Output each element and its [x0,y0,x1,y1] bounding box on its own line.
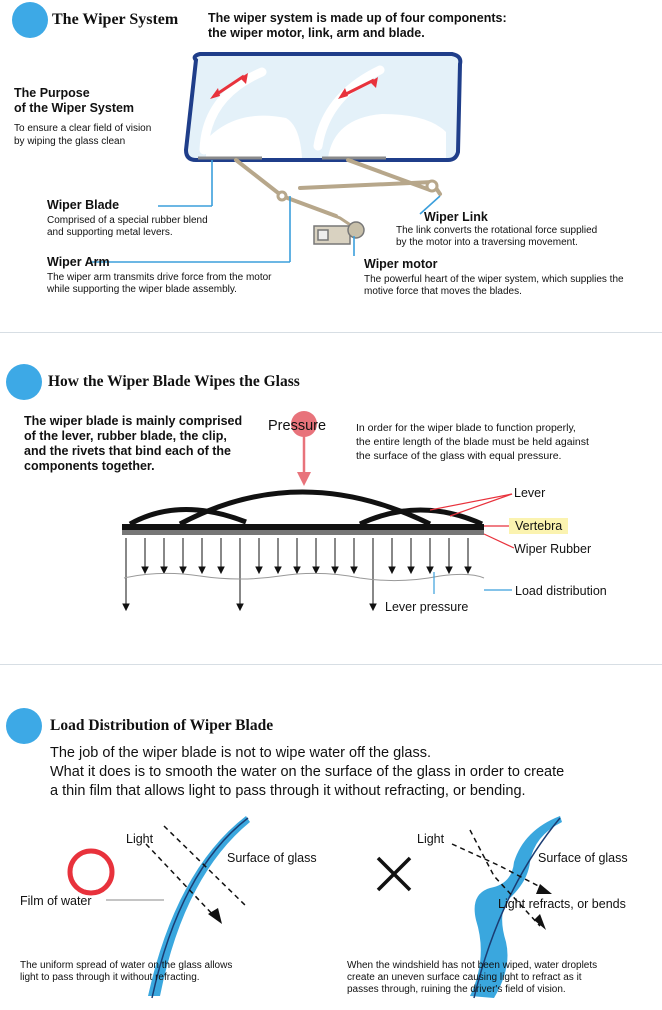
glass-surface-right [473,817,561,999]
lever-pressure-label: Lever pressure [385,600,469,614]
film-diagrams [67,816,562,999]
wiper-motor [313,221,365,245]
water-droplets-right [470,816,562,998]
load-arrow-head [350,566,358,575]
wiper-link [276,179,439,228]
load-arrow-head [369,603,377,612]
load-arrow-head [198,566,206,575]
equal-pressure-text: In order for the wiper blade to function… [356,422,589,462]
wiper-arm-label: Wiper Arm The wiper arm transmits drive … [47,255,272,295]
caption-left: The uniform spread of water on the glass… [20,960,233,983]
load-arrow-head [217,566,225,575]
load-arrow-head [236,603,244,612]
divider-2 [0,664,662,665]
correct-mark-icon [67,848,115,896]
divider-1 [0,332,662,333]
load-arrow-head [407,566,415,575]
blade-composition-text: The wiper blade is mainly comprised of t… [24,414,243,473]
load-arrow-head [274,566,282,575]
caption-right: When the windshield has not been wiped, … [347,960,598,995]
glass-surface-left [151,817,249,999]
pressure-dot [291,411,317,437]
section-bullet-3 [6,708,42,744]
section3-heading: Load Distribution of Wiper Blade [50,717,274,734]
blade-cross-section [122,411,515,612]
light-rays-left [145,825,247,919]
wiped-area-right [328,114,446,158]
load-arrow-head [179,566,187,575]
load-arrow-head [312,566,320,575]
water-film-left [148,816,250,996]
wiped-area-left [206,115,302,158]
incorrect-mark-icon [376,856,412,892]
load-arrow-head [293,566,301,575]
vertebra-bar [122,524,484,530]
load-arrow-head [426,566,434,575]
wiper-rubber-label: Wiper Rubber [514,542,592,556]
load-arrow-head [122,603,130,612]
load-arrow-head [160,566,168,575]
section1-heading: The Wiper System [52,11,179,28]
load-arrows [122,538,472,612]
wiper-rubber [122,530,484,535]
load-arrow-head [464,566,472,575]
section1-intro: The wiper system is made up of four comp… [208,11,507,40]
wiper-motor-label: Wiper motor The powerful heart of the wi… [364,257,624,297]
surface-label-left: Surface of glass [227,851,317,865]
load-distribution-text: The job of the wiper blade is not to wip… [50,745,565,799]
load-arrow-head [331,566,339,575]
pressure-arrow [297,472,311,486]
lever-leaders [429,493,515,549]
motion-arrow-right [341,78,375,98]
load-arrow-head [141,566,149,575]
purpose-desc: To ensure a clear field of vision by wip… [14,123,152,147]
wiper-arms [234,158,442,218]
wiper-link-label: Wiper Link The link converts the rotatio… [396,210,598,248]
vertebra-label: Vertebra [509,518,569,534]
light-label-left: Light [126,832,154,846]
pressure-label: Pressure [268,418,327,434]
load-arrow-head [388,566,396,575]
section-bullet-1 [12,2,48,38]
wiper-blade-label: Wiper Blade Comprised of a special rubbe… [47,198,208,238]
load-arrow-head [445,566,453,575]
lever-arcs [128,489,484,527]
load-distribution-label: Load distribution [515,584,607,598]
leader-lines [90,160,441,263]
refract-label: Light refracts, or bends [498,897,626,911]
load-curve [123,572,485,582]
film-label: Film of water [20,894,92,908]
glare-stroke-right [313,65,385,151]
glare-stroke-left [199,67,267,155]
section2-heading: How the Wiper Blade Wipes the Glass [48,373,300,390]
load-arrow-head [255,566,263,575]
purpose-title: The Purpose of the Wiper System [14,86,135,115]
section-bullet-2 [6,364,42,400]
lever-label: Lever [514,486,546,500]
light-label-right: Light [417,832,445,846]
windshield-illustration [90,52,463,263]
surface-label-right: Surface of glass [538,851,628,865]
